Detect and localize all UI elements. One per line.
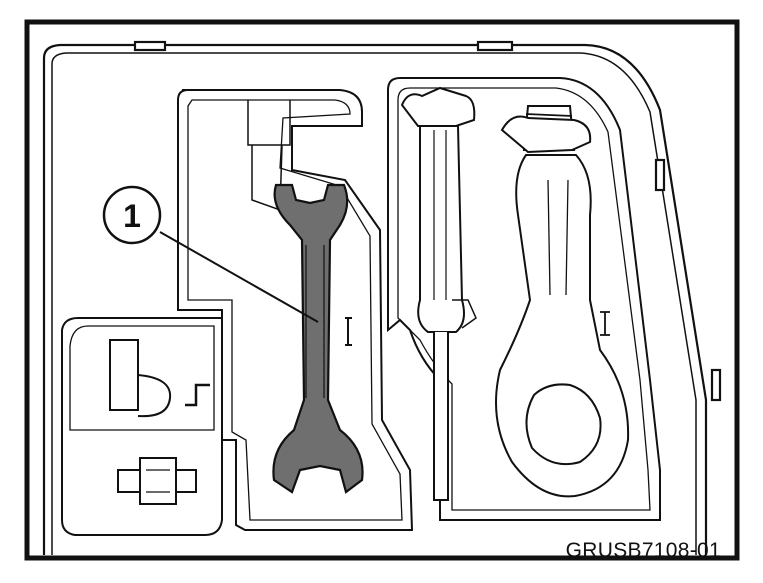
- callout-1: 1: [102, 185, 319, 323]
- screwdriver-icon: [400, 86, 477, 501]
- callout-circle: [102, 185, 162, 245]
- hex-bit-adapter-icon: [117, 457, 197, 505]
- callout-number: 1: [123, 198, 141, 234]
- tool-tray: [42, 40, 722, 555]
- figure-code-label: GRUSB7108-01: [565, 539, 721, 562]
- double-open-end-wrench-icon: [272, 183, 364, 494]
- callout-leader-line: [159, 231, 319, 323]
- towing-eye-icon: [495, 105, 630, 498]
- bit-compartment: [61, 317, 223, 536]
- wrench-compartment: [177, 89, 414, 531]
